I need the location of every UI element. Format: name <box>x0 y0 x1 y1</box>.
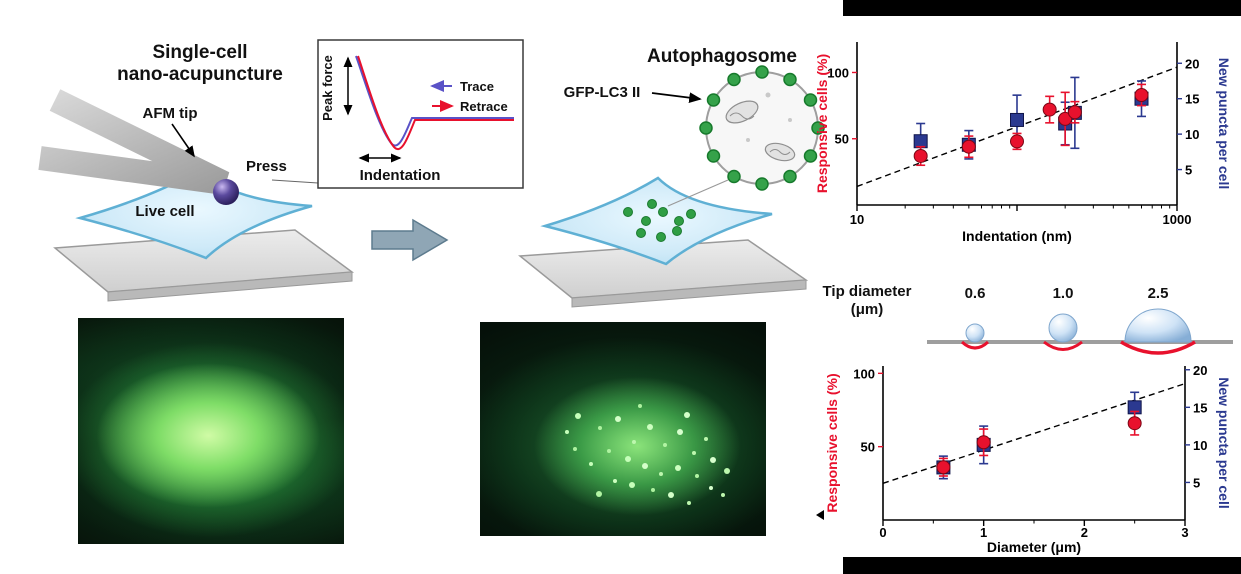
cell-after-shape <box>540 176 773 266</box>
left-tick-label: 50 <box>861 440 875 455</box>
data-point-circle <box>1042 102 1057 117</box>
indentation-label: Indentation <box>360 167 441 184</box>
fluorescence-image-before <box>78 318 344 544</box>
membrane-deformation-small <box>960 340 990 350</box>
x-tick-label: 0 <box>879 525 886 540</box>
crop-bar-bottom <box>843 557 1241 574</box>
data-point-circle <box>961 139 976 154</box>
right-tick-label: 15 <box>1193 400 1207 415</box>
right-axis-label: New puncta per cell <box>1216 377 1232 508</box>
data-point-circle <box>1010 134 1024 149</box>
tip-diameter-unit: (μm) <box>851 301 884 318</box>
tip-diameter-value-medium: 1.0 <box>1053 285 1074 302</box>
x-tick-label: 3 <box>1181 525 1188 540</box>
fluorescence-puncta-dots <box>480 322 484 326</box>
x-tick-label: 2 <box>1081 525 1088 540</box>
substrate-right <box>518 239 809 308</box>
gfp-puncta-on-membrane <box>699 65 825 191</box>
force-curve-retrace <box>357 55 514 150</box>
data-point-circle <box>936 460 951 475</box>
force-curve-inset: Peak force Trace Retrace Indentation <box>271 39 524 189</box>
x-tick-label: 1000 <box>1163 212 1192 227</box>
autophagosome-label: Autophagosome <box>647 46 797 67</box>
data-point-circle <box>976 435 991 450</box>
tip-diameter-label: Tip diameter <box>823 283 912 300</box>
x-tick-label: 1 <box>980 525 987 540</box>
x-axis-label: Indentation (nm) <box>962 228 1072 244</box>
data-point-circle <box>913 148 928 163</box>
membrane-deformation-large <box>1120 340 1196 355</box>
schematic-title-line2: nano-acupuncture <box>117 64 283 85</box>
data-point-circle <box>1134 88 1149 103</box>
right-tick-label: 20 <box>1193 363 1207 378</box>
autophagosome-vesicle <box>699 65 825 191</box>
left-axis-label: Responsive cells (%) <box>824 373 840 512</box>
left-axis-label: Responsive cells (%) <box>815 54 830 193</box>
trend-line <box>882 382 1186 484</box>
tip-sphere-small <box>965 323 985 343</box>
data-point-circle <box>1058 111 1073 126</box>
tip-diameter-illustration: Tip diameter (μm) 0.6 1.0 2.5 <box>823 283 1233 355</box>
right-tick-label: 15 <box>1185 92 1199 107</box>
left-tick-label: 100 <box>853 366 875 381</box>
right-axis-label: New puncta per cell <box>1216 58 1232 189</box>
right-tick-label: 10 <box>1193 438 1207 453</box>
right-tick-label: 5 <box>1185 163 1192 178</box>
membrane-deformation-medium <box>1043 340 1083 351</box>
inset-callout-line <box>271 179 319 184</box>
trace-label: Trace <box>460 79 494 94</box>
data-point-circle <box>1067 105 1082 120</box>
substrate-left <box>53 229 355 302</box>
tip-diameter-value-small: 0.6 <box>965 285 986 302</box>
fluorescence-image-after <box>480 322 766 536</box>
afm-tip-sphere <box>213 179 239 205</box>
tip-sphere-large <box>1124 308 1192 343</box>
x-tick-label: 10 <box>850 212 864 227</box>
schematic-title-line1: Single-cell <box>152 42 247 63</box>
x-axis-label: Diameter (μm) <box>987 539 1081 555</box>
cursor-artifact-triangle <box>816 510 824 520</box>
afm-tip-arrow <box>171 123 195 158</box>
right-tick-label: 20 <box>1185 56 1199 71</box>
peak-force-label: Peak force <box>320 55 335 121</box>
data-point-circle <box>1127 416 1142 431</box>
data-point-square <box>1010 112 1024 127</box>
live-cell-label: Live cell <box>135 203 194 220</box>
zoom-callout-line <box>667 179 729 207</box>
gfp-puncta-in-cell <box>623 199 696 242</box>
retrace-label: Retrace <box>460 99 508 114</box>
crop-bar-top <box>843 0 1241 16</box>
gfp-lc3-label: GFP-LC3 II <box>564 84 641 101</box>
tip-diameter-value-large: 2.5 <box>1148 285 1169 302</box>
right-tick-label: 5 <box>1193 475 1200 490</box>
left-tick-label: 50 <box>835 132 849 147</box>
tip-sphere-medium <box>1048 313 1078 343</box>
vesicle-membrane <box>705 71 819 185</box>
right-tick-label: 10 <box>1185 127 1199 142</box>
data-point-square <box>913 134 928 149</box>
transition-arrow <box>371 218 449 262</box>
afm-tip-label: AFM tip <box>143 105 198 122</box>
press-label: Press <box>246 158 287 175</box>
schematic-diagram: Single-cell nano-acupuncture AFM tip Pre… <box>38 39 825 308</box>
left-tick-label: 100 <box>827 65 849 80</box>
gfp-arrow <box>651 92 702 104</box>
